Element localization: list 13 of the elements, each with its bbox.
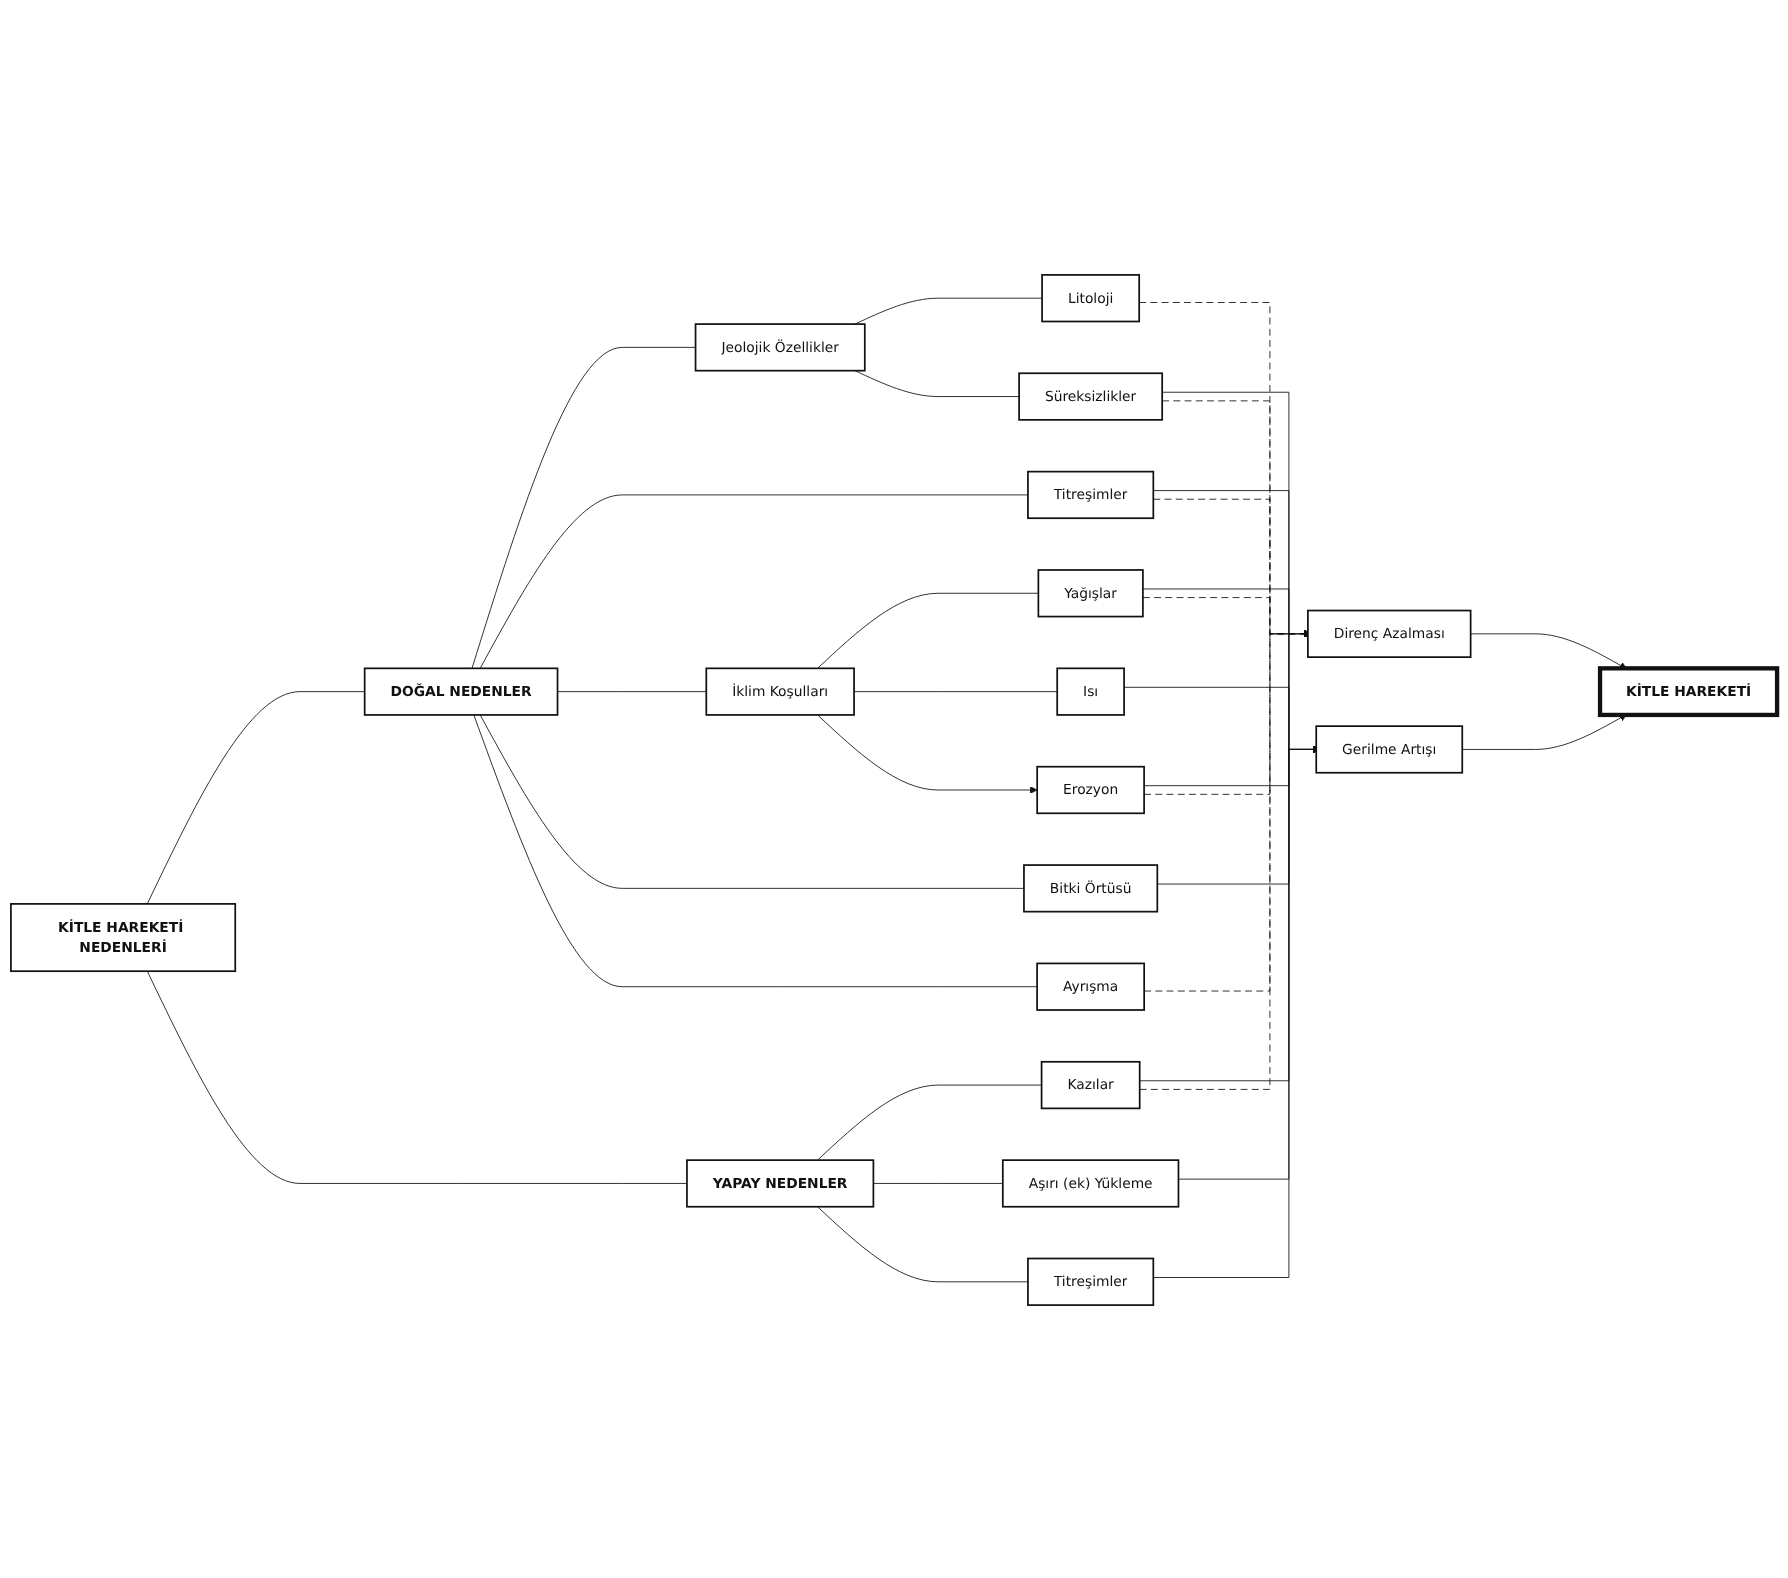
connector xyxy=(146,690,366,904)
connector xyxy=(854,369,1020,396)
connector xyxy=(817,591,1039,668)
connector xyxy=(479,713,1025,888)
connector xyxy=(817,1205,1029,1282)
connector xyxy=(471,345,696,668)
connector xyxy=(146,969,688,1183)
connector xyxy=(817,1083,1042,1160)
connector xyxy=(479,493,1029,668)
connector xyxy=(557,690,707,692)
connector xyxy=(872,1182,1004,1183)
connector xyxy=(853,690,1058,692)
connector xyxy=(854,296,1043,324)
